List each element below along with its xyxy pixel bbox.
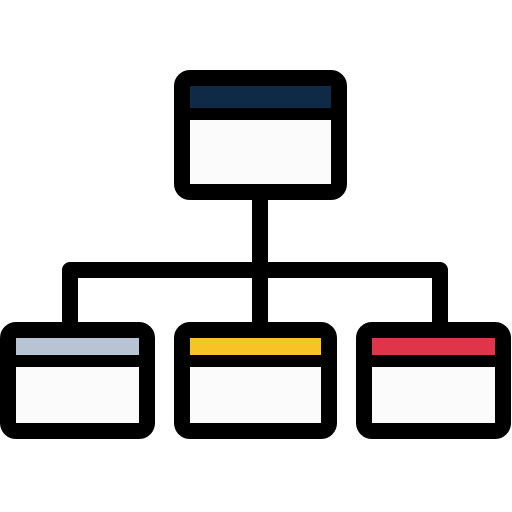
child-window-middle-header xyxy=(190,338,321,356)
root-window-header xyxy=(190,86,331,110)
branch-line xyxy=(62,262,448,338)
root-window-icon xyxy=(174,70,347,200)
child-window-left-icon xyxy=(0,322,155,439)
child-window-left-header xyxy=(16,338,139,356)
child-window-right-icon xyxy=(356,322,511,439)
connector-lines xyxy=(62,184,448,338)
child-window-middle-icon xyxy=(174,322,337,439)
child-window-right-header xyxy=(372,338,495,356)
